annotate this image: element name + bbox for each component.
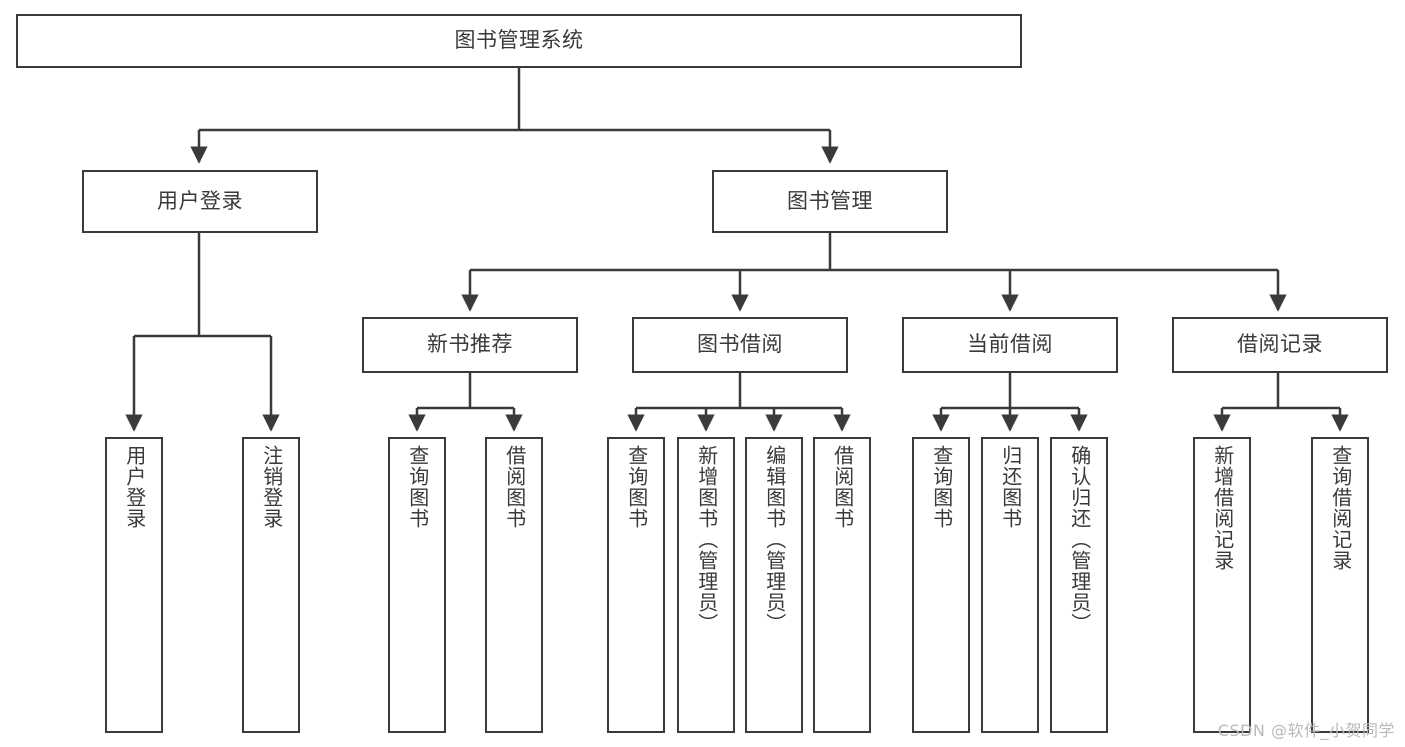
leaf-current-borrow-2[interactable]: 归还图书	[981, 437, 1039, 733]
leaf-current-borrow-1[interactable]: 查询图书	[912, 437, 970, 733]
leaf-user-login-1-label: 用户登录	[122, 445, 147, 529]
leaf-current-borrow-1-label: 查询图书	[929, 445, 954, 529]
leaf-book-borrow-4-label: 借阅图书	[830, 445, 855, 529]
leaf-book-borrow-4[interactable]: 借阅图书	[813, 437, 871, 733]
leaf-current-borrow-3[interactable]: 确认归还（管理员）	[1050, 437, 1108, 733]
watermark: CSDN @软件_小贺同学	[1217, 721, 1395, 740]
leaf-borrow-record-1[interactable]: 新增借阅记录	[1193, 437, 1251, 733]
leaf-book-borrow-2-label: 新增图书（管理员）	[694, 445, 719, 634]
leaf-current-borrow-2-label: 归还图书	[998, 445, 1023, 529]
leaf-new-book-1-label: 查询图书	[405, 445, 430, 529]
node-book-borrow-label: 图书借阅	[697, 332, 783, 357]
node-borrow-record[interactable]: 借阅记录	[1172, 317, 1388, 373]
leaf-borrow-record-1-label: 新增借阅记录	[1210, 445, 1235, 571]
leaf-book-borrow-2[interactable]: 新增图书（管理员）	[677, 437, 735, 733]
leaf-user-login-2[interactable]: 注销登录	[242, 437, 300, 733]
node-new-book-recommend-label: 新书推荐	[427, 332, 513, 357]
leaf-user-login-2-label: 注销登录	[259, 445, 284, 529]
leaf-current-borrow-3-label: 确认归还（管理员）	[1067, 445, 1092, 634]
leaf-new-book-2[interactable]: 借阅图书	[485, 437, 543, 733]
leaf-new-book-2-label: 借阅图书	[502, 445, 527, 529]
leaf-borrow-record-2-label: 查询借阅记录	[1328, 445, 1353, 571]
node-book-management[interactable]: 图书管理	[712, 170, 948, 233]
node-book-borrow[interactable]: 图书借阅	[632, 317, 848, 373]
node-current-borrow[interactable]: 当前借阅	[902, 317, 1118, 373]
node-borrow-record-label: 借阅记录	[1237, 332, 1323, 357]
leaf-new-book-1[interactable]: 查询图书	[388, 437, 446, 733]
node-current-borrow-label: 当前借阅	[967, 332, 1053, 357]
node-user-login[interactable]: 用户登录	[82, 170, 318, 233]
node-book-management-label: 图书管理	[787, 188, 873, 213]
node-user-login-label: 用户登录	[157, 188, 243, 213]
node-new-book-recommend[interactable]: 新书推荐	[362, 317, 578, 373]
leaf-borrow-record-2[interactable]: 查询借阅记录	[1311, 437, 1369, 733]
leaf-book-borrow-1-label: 查询图书	[624, 445, 649, 529]
leaf-book-borrow-3-label: 编辑图书（管理员）	[762, 445, 787, 634]
node-root[interactable]: 图书管理系统	[16, 14, 1022, 68]
leaf-book-borrow-3[interactable]: 编辑图书（管理员）	[745, 437, 803, 733]
leaf-book-borrow-1[interactable]: 查询图书	[607, 437, 665, 733]
leaf-user-login-1[interactable]: 用户登录	[105, 437, 163, 733]
node-root-label: 图书管理系统	[454, 28, 584, 53]
